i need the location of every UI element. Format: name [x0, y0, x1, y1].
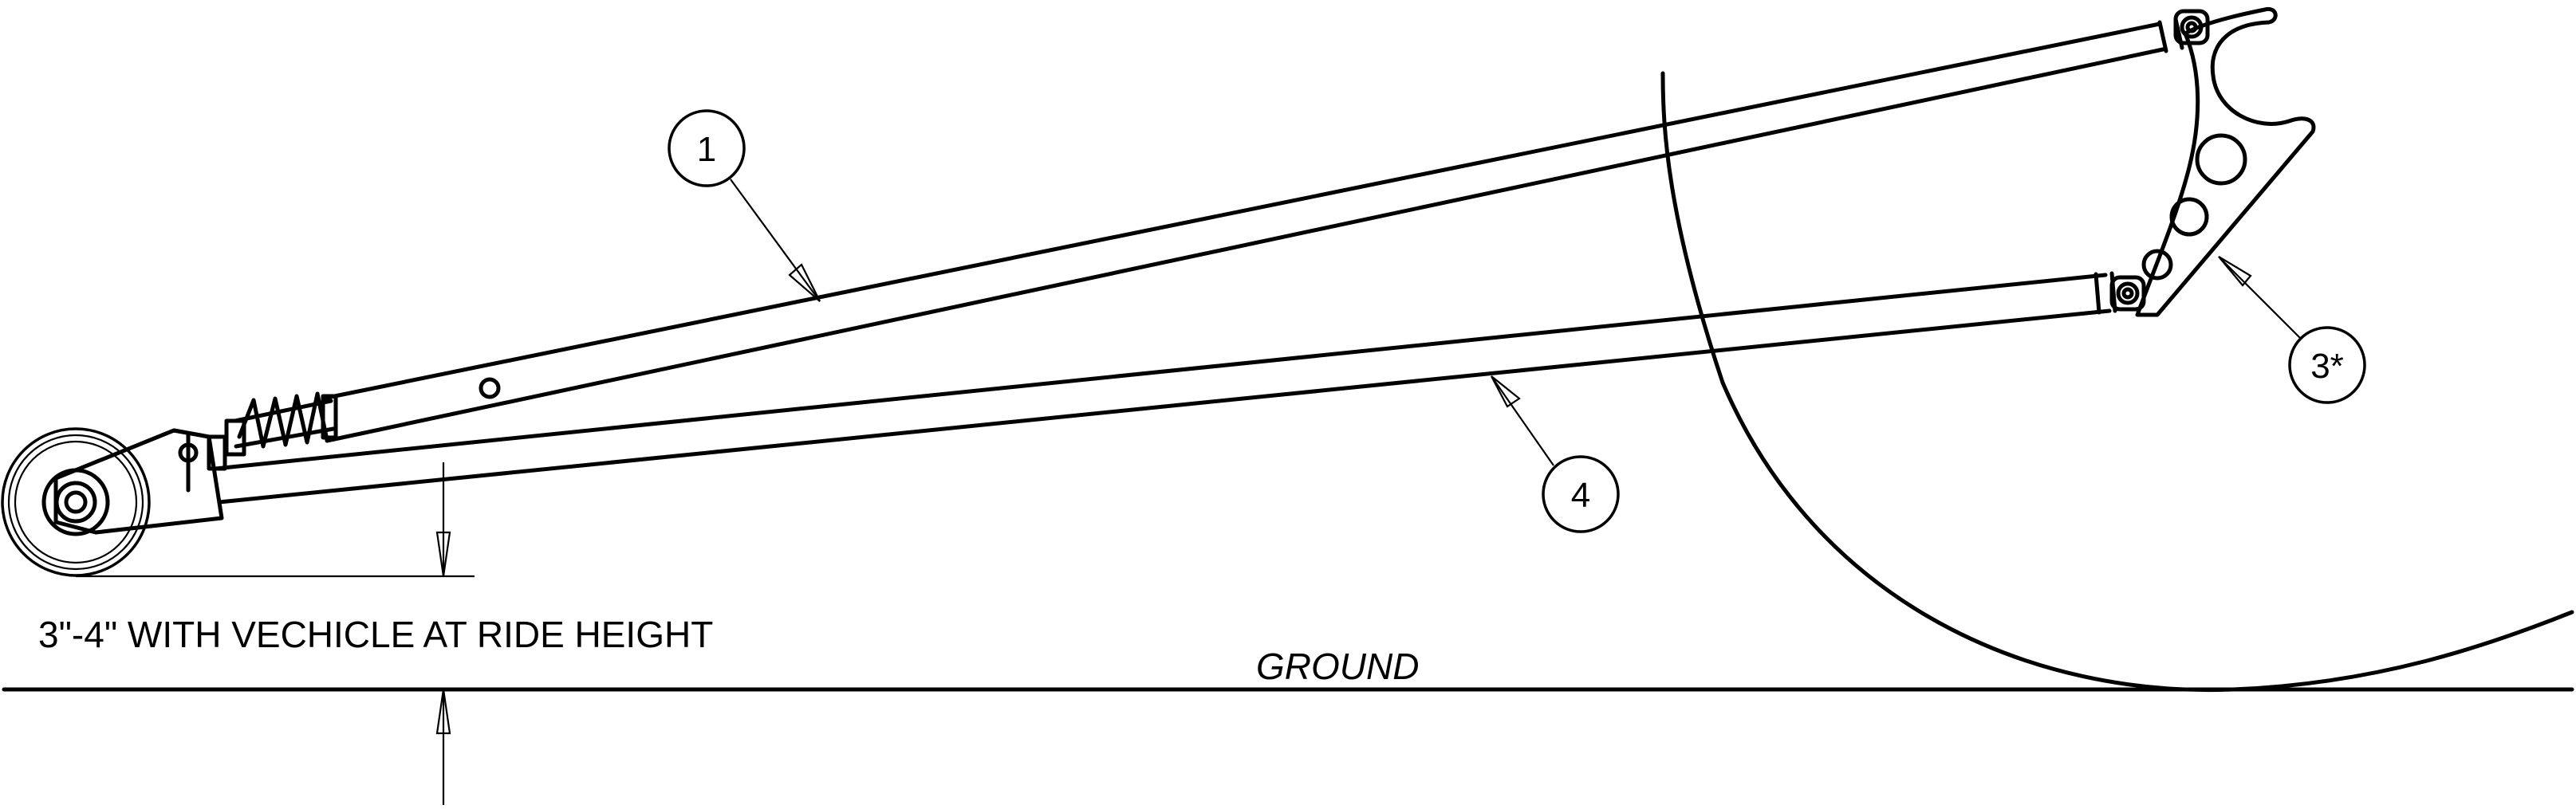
callout-1-label: 1 [697, 130, 716, 169]
callout-1: 1 [668, 109, 821, 302]
callout-3-label: 3* [2310, 347, 2344, 386]
tire-bracket [2109, 6, 2316, 317]
callout-3: 3* [2218, 256, 2366, 404]
ride-height-note: 3"-4" WITH VECHICLE AT RIDE HEIGHT [38, 614, 713, 655]
spring-damper [224, 391, 338, 457]
callout-4: 4 [1491, 375, 1620, 533]
callout-4-label: 4 [1571, 476, 1590, 515]
front-wheel-assembly [1, 427, 227, 577]
ride-height-dimension [76, 462, 475, 805]
pin-hole [479, 377, 501, 399]
tire-arc [1660, 71, 2574, 693]
ground-label: GROUND [1256, 646, 1419, 687]
upper-tow-arm [321, 17, 2184, 443]
